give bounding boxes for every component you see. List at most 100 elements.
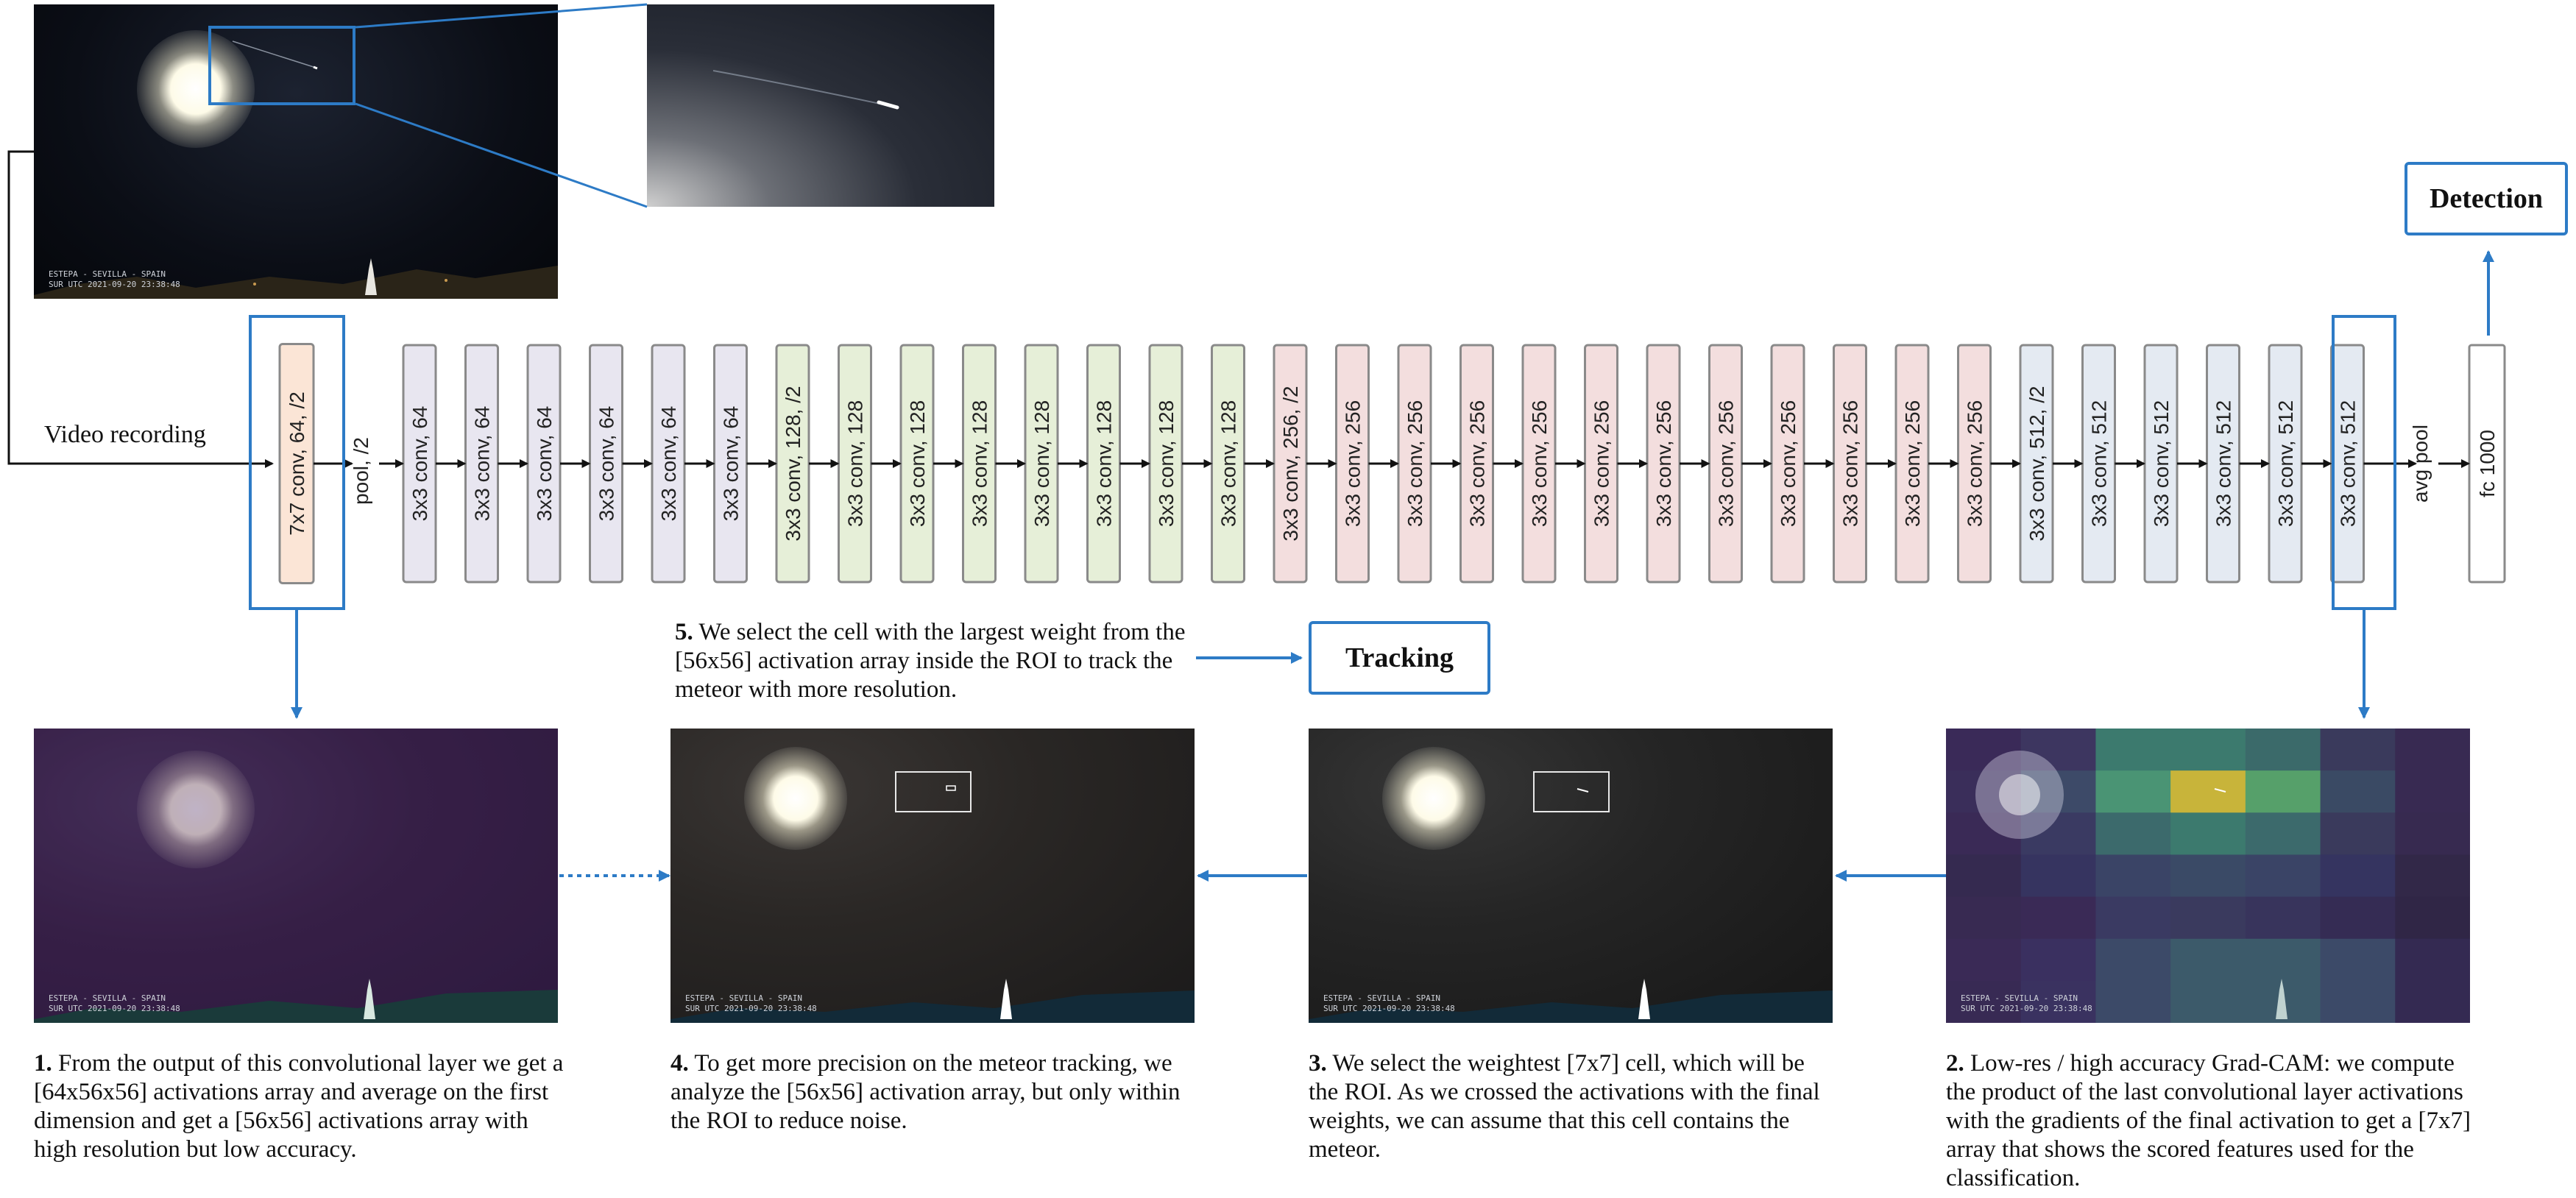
step4-text: 4. To get more precision on the meteor t…: [670, 1050, 1181, 1134]
heatmap-cell: [2095, 896, 2171, 940]
heatmap-cell: [2170, 770, 2246, 813]
heatmap-cell: [2245, 896, 2321, 940]
stamp-line2: SUR UTC 2021-09-20 23:38:48: [49, 280, 180, 289]
heatmap-cell: [2020, 854, 2096, 898]
tracking-box: Tracking: [1309, 621, 1490, 695]
heatmap-cell: [2395, 770, 2470, 813]
source-video-frame: ESTEPA - SEVILLA - SPAIN SUR UTC 2021-09…: [34, 4, 558, 299]
heatmap-cell: [2170, 938, 2246, 982]
layer-label-2: 3x3 conv, 64: [408, 406, 431, 522]
heatmap-cell: [2320, 896, 2396, 940]
roi-box: [895, 771, 972, 812]
svg-text:SUR UTC 2021-09-20 23:38: SUR UTC 2021-09-20 23:38:48: [1323, 1004, 1455, 1013]
heatmap-cell: [2245, 854, 2321, 898]
stamp-line1: ESTEPA - SEVILLA - SPAIN: [49, 269, 166, 279]
layer-label-25: 3x3 conv, 256: [1839, 400, 1862, 527]
layer-label-12: 3x3 conv, 128: [1030, 400, 1053, 527]
layer-label-20: 3x3 conv, 256: [1528, 400, 1551, 527]
heatmap-cell: [2170, 812, 2246, 855]
svg-text:SUR UTC 2021-09-20 23:38: SUR UTC 2021-09-20 23:38:48: [685, 1004, 817, 1013]
heatmap-cell: [2395, 729, 2470, 771]
heatmap-cell: [2020, 980, 2096, 1023]
layer-label-27: 3x3 conv, 256: [1964, 400, 1986, 527]
video-recording-label: Video recording: [44, 421, 206, 448]
layer-label-29: 3x3 conv, 512: [2088, 400, 2111, 527]
svg-text:ESTEPA - SEVILLA - SPAIN: ESTEPA - SEVILLA - SPAIN: [1323, 993, 1440, 1003]
layer-label-32: 3x3 conv, 512: [2274, 400, 2297, 527]
heatmap-cell: [2395, 980, 2470, 1023]
heatmap-cell: [2245, 938, 2321, 982]
layer-label-33: 3x3 conv, 512: [2337, 400, 2360, 527]
video-recording-path: [7, 150, 274, 468]
heatmap-cell: [2170, 980, 2246, 1023]
heatmap-cell: [2320, 729, 2396, 771]
heatmap-cell: [2320, 938, 2396, 982]
heatmap-cell: [2245, 812, 2321, 855]
heatmap-cell: [2395, 812, 2470, 855]
step1-text: 1. From the output of this convolutional…: [34, 1050, 564, 1163]
layer-label-24: 3x3 conv, 256: [1777, 400, 1800, 527]
layer-label-11: 3x3 conv, 128: [969, 400, 991, 527]
svg-text:ESTEPA - SEVILLA - SPAIN: ESTEPA - SEVILLA - SPAIN: [49, 993, 166, 1003]
layer-label-26: 3x3 conv, 256: [1901, 400, 1924, 527]
step2-text: 2. Low-res / high accuracy Grad-CAM: we …: [1946, 1050, 2471, 1191]
detection-box: Detection: [2405, 162, 2568, 235]
heatmap-cell: [2095, 770, 2171, 813]
fc-layer-label: fc 1000: [2476, 430, 2499, 497]
layer-label-7: 3x3 conv, 64: [720, 406, 743, 522]
zoomed-meteor-view: [647, 4, 994, 207]
stamp-line2: SUR UTC 2021-09-20 23:38:48: [1961, 1004, 2092, 1013]
heatmap-cell: [2320, 770, 2396, 813]
layer-label-14: 3x3 conv, 128: [1155, 400, 1178, 527]
layer-label-30: 3x3 conv, 512: [2150, 400, 2173, 527]
heatmap-cell: [2320, 812, 2396, 855]
step1-activation-image: ESTEPA - SEVILLA - SPAIN SUR UTC 2021-09…: [34, 729, 558, 1023]
zoom-line-bottom: [355, 102, 648, 208]
layer-label-21: 3x3 conv, 256: [1590, 400, 1613, 527]
heatmap-cell: [2020, 812, 2096, 855]
heatmap-cell: [2095, 729, 2171, 771]
layer-label-6: 3x3 conv, 64: [657, 406, 680, 522]
heatmap-cell: [1946, 980, 2022, 1023]
layer-label-3: 3x3 conv, 64: [471, 406, 494, 522]
layer-label-4: 3x3 conv, 64: [533, 406, 556, 522]
stamp-line1: ESTEPA - SEVILLA - SPAIN: [1961, 993, 2078, 1003]
heatmap-cell: [2245, 729, 2321, 771]
layer-label-15: 3x3 conv, 128: [1217, 400, 1240, 527]
heatmap-cell: [2095, 980, 2171, 1023]
heatmap-cell: [1946, 896, 2022, 940]
layer-label-10: 3x3 conv, 128: [906, 400, 929, 527]
heatmap-cell: [2095, 938, 2171, 982]
heatmap-cell: [2320, 854, 2396, 898]
heatmap-cell: [2020, 938, 2096, 982]
layer-label-8: 3x3 conv, 128, /2: [782, 386, 804, 541]
heatmap-cell: [2395, 938, 2470, 982]
layer-label-9: 3x3 conv, 128: [844, 400, 867, 527]
svg-text:ESTEPA - SEVILLA - SPAIN: ESTEPA - SEVILLA - SPAIN: [685, 993, 802, 1003]
heatmap-cell: [2020, 729, 2096, 771]
step3-text: 3. We select the weightest [7x7] cell, w…: [1309, 1050, 1820, 1163]
heatmap-cell: [1946, 812, 2022, 855]
heatmap-cell: [1946, 729, 2022, 771]
layer-label-22: 3x3 conv, 256: [1652, 400, 1675, 527]
layer-label-19: 3x3 conv, 256: [1466, 400, 1489, 527]
layer-label-16: 3x3 conv, 256, /2: [1279, 386, 1302, 541]
layer-label-17: 3x3 conv, 256: [1342, 400, 1365, 527]
svg-text:SUR UTC 2021-09-20 23:38: SUR UTC 2021-09-20 23:38:48: [49, 1004, 180, 1013]
pool-label: pool, /2: [350, 437, 372, 505]
heatmap-cell: [1946, 854, 2022, 898]
heatmap-cell: [2395, 896, 2470, 940]
step3-roi-image: ESTEPA - SEVILLA - SPAIN SUR UTC 2021-09…: [1309, 729, 1833, 1023]
layer-label-31: 3x3 conv, 512: [2212, 400, 2235, 527]
heatmap-cell: [2395, 854, 2470, 898]
layer-label-28: 3x3 conv, 512, /2: [2025, 386, 2048, 541]
heatmap-cell: [2170, 854, 2246, 898]
heatmap-cell: [2245, 770, 2321, 813]
heatmap-cell: [2095, 854, 2171, 898]
sky-details: ESTEPA - SEVILLA - SPAIN SUR UTC 2021-09…: [34, 40, 558, 299]
heatmap-cell: [1946, 938, 2022, 982]
layer-label-1: 7x7 conv, 64, /2: [286, 391, 308, 536]
heatmap-cell: [2320, 980, 2396, 1023]
